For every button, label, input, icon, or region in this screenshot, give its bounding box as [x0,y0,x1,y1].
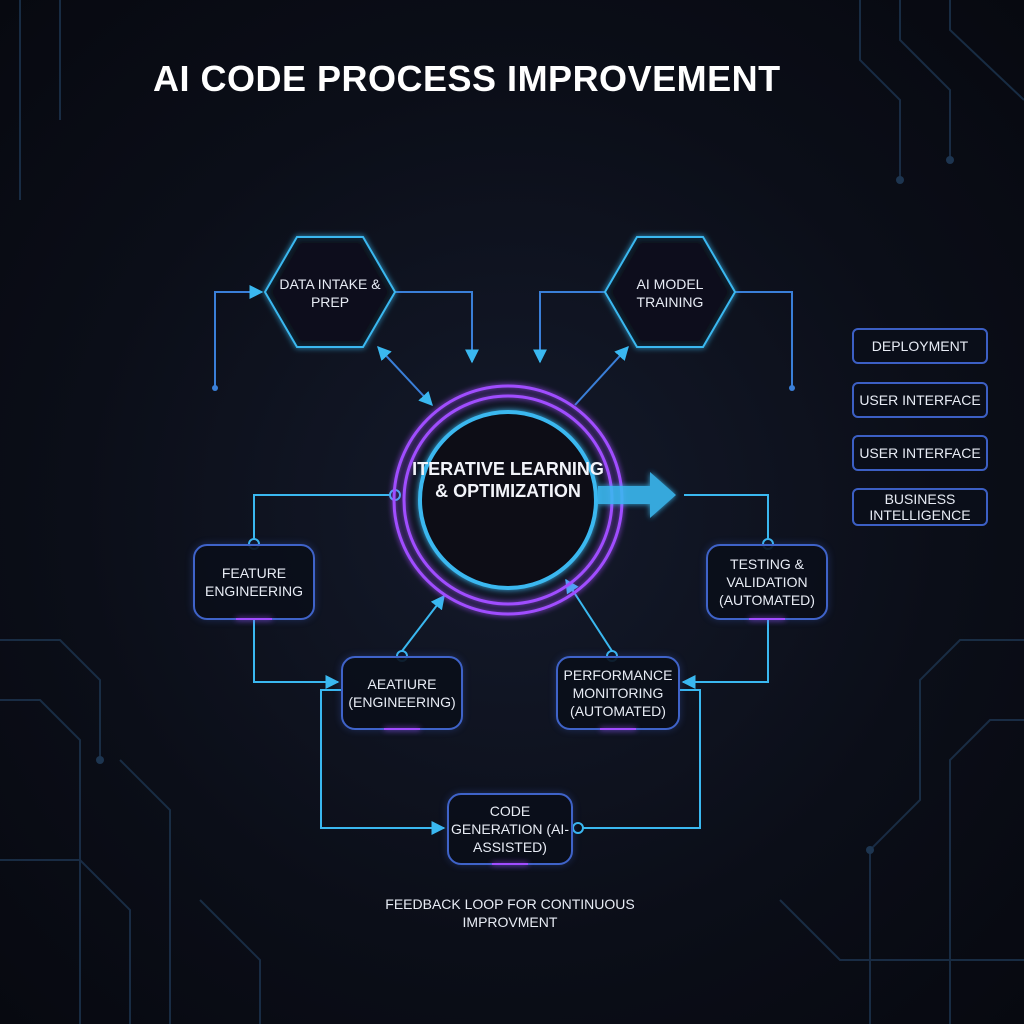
box-label: FEATURE ENGINEERING [204,565,303,599]
side-item-label: DEPLOYMENT [871,338,969,354]
side-item-label: BUSINESS INTELLIGENCE [869,491,971,523]
hexagon-data-intake [263,236,397,348]
connector [735,291,793,388]
center-label: ITERATIVE LEARNING & OPTIMIZATION [412,459,604,501]
box-code-generation: CODE GENERATION (AI-ASSISTED) [447,793,573,865]
box-label: CODE GENERATION (AI-ASSISTED) [451,803,569,855]
side-item-business-intelligence: BUSINESS INTELLIGENCE [852,488,988,526]
connector [533,291,605,364]
box-testing-validation: TESTING & VALIDATION (AUTOMATED) [706,544,828,620]
side-item-user-interface: USER INTERFACE [852,382,988,418]
center-ring-inner [418,410,598,590]
box-label: AEATIURE (ENGINEERING) [348,676,456,710]
connector [253,620,340,689]
side-item-user-interface-2: USER INTERFACE [852,435,988,471]
side-item-deployment: DEPLOYMENT [852,328,988,364]
connector [565,578,613,652]
connector [253,494,390,544]
connector [320,689,446,835]
connector [681,620,769,689]
connector [377,345,433,407]
box-label: PERFORMANCE MONITORING (AUTOMATED) [563,667,673,719]
hexagon-ai-model [603,236,737,348]
connector [401,594,445,652]
connector [583,689,701,829]
side-item-label: USER INTERFACE [859,392,981,408]
box-performance-monitoring: PERFORMANCE MONITORING (AUTOMATED) [556,656,680,730]
hexagon-label-ai-model: AI MODEL TRAINING [636,276,704,310]
connector [214,285,264,388]
side-item-label: USER INTERFACE [859,445,981,461]
arrow-right-icon [598,472,676,518]
box-aeatiure-engineering: AEATIURE (ENGINEERING) [341,656,463,730]
hexagon-label-data-intake: DATA INTAKE & PREP [279,276,381,310]
box-label: TESTING & VALIDATION (AUTOMATED) [719,556,815,608]
footer-caption: FEEDBACK LOOP FOR CONTINUOUS IMPROVMENT [385,896,635,930]
connector [574,345,629,406]
page-title: AI CODE PROCESS IMPROVEMENT [153,58,781,99]
connector [395,291,479,364]
connector [684,494,769,539]
box-feature-engineering: FEATURE ENGINEERING [193,544,315,620]
